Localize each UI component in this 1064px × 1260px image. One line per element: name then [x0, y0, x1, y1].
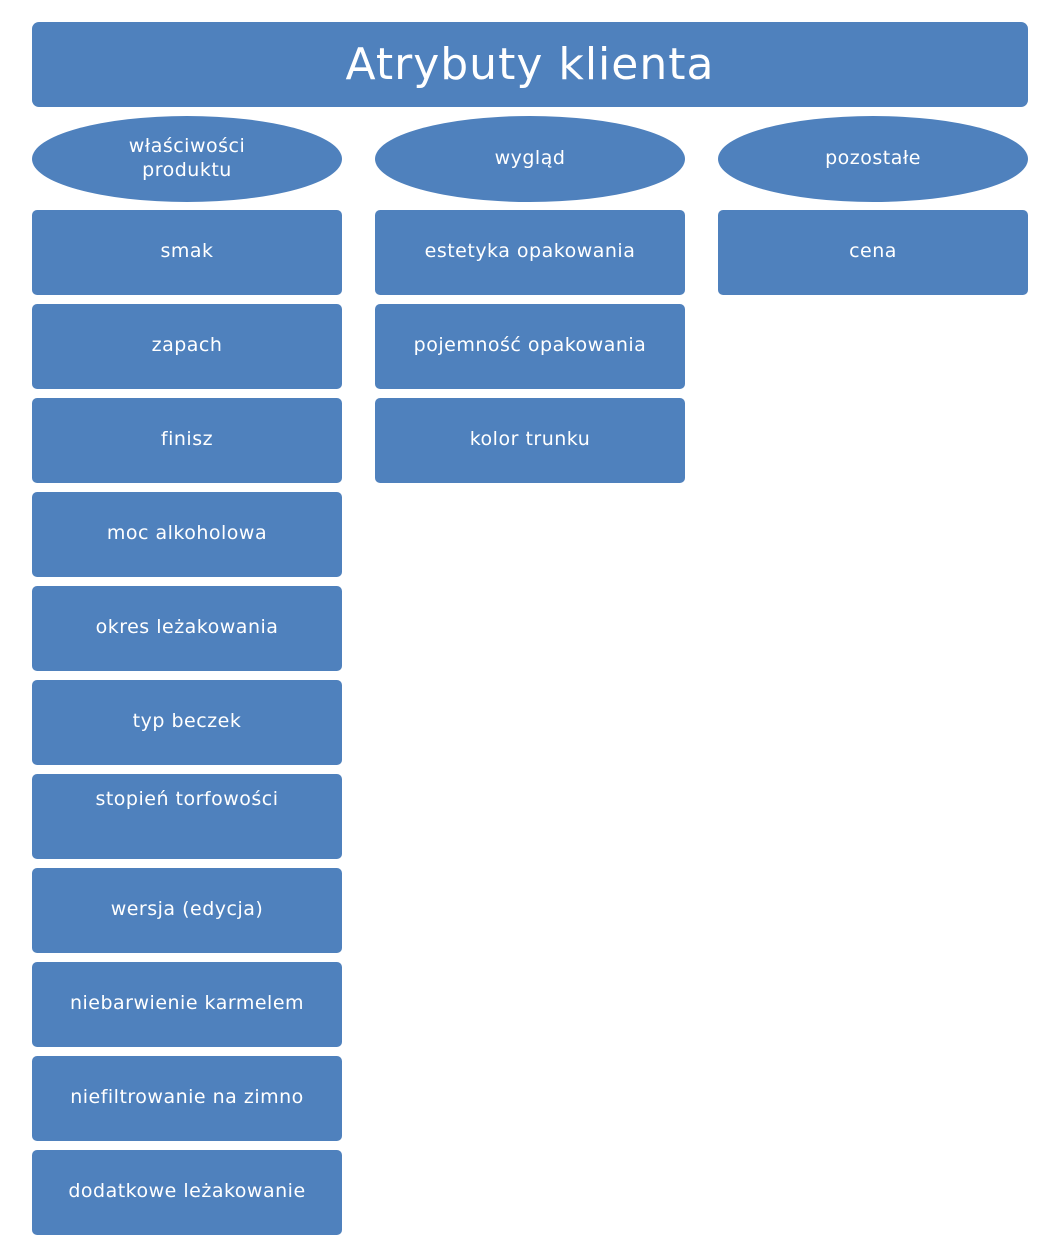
- attribute-box: cena: [718, 210, 1028, 295]
- attribute-box: estetyka opakowania: [375, 210, 685, 295]
- attribute-box: smak: [32, 210, 342, 295]
- category-other: pozostałe: [718, 116, 1028, 202]
- attribute-box: kolor trunku: [375, 398, 685, 483]
- attribute-box: finisz: [32, 398, 342, 483]
- attribute-box: niefiltrowanie na zimno: [32, 1056, 342, 1141]
- attribute-box: wersja (edycja): [32, 868, 342, 953]
- attribute-box: stopień torfowości: [32, 774, 342, 859]
- category-label: wygląd: [494, 147, 566, 169]
- attribute-box: typ beczek: [32, 680, 342, 765]
- attribute-box: pojemność opakowania: [375, 304, 685, 389]
- category-appearance: wygląd: [375, 116, 685, 202]
- category-label: pozostałe: [825, 147, 921, 169]
- attribute-box: dodatkowe leżakowanie: [32, 1150, 342, 1235]
- column-other: cena: [718, 210, 1028, 304]
- column-product-properties: smak zapach finisz moc alkoholowa okres …: [32, 210, 342, 1244]
- column-appearance: estetyka opakowania pojemność opakowania…: [375, 210, 685, 492]
- attribute-box: okres leżakowania: [32, 586, 342, 671]
- category-label: właściwości produktu: [128, 135, 246, 181]
- attribute-box: moc alkoholowa: [32, 492, 342, 577]
- category-product-properties: właściwości produktu: [32, 116, 342, 202]
- attribute-box: zapach: [32, 304, 342, 389]
- attribute-box: niebarwienie karmelem: [32, 962, 342, 1047]
- diagram-title: Atrybuty klienta: [32, 22, 1028, 107]
